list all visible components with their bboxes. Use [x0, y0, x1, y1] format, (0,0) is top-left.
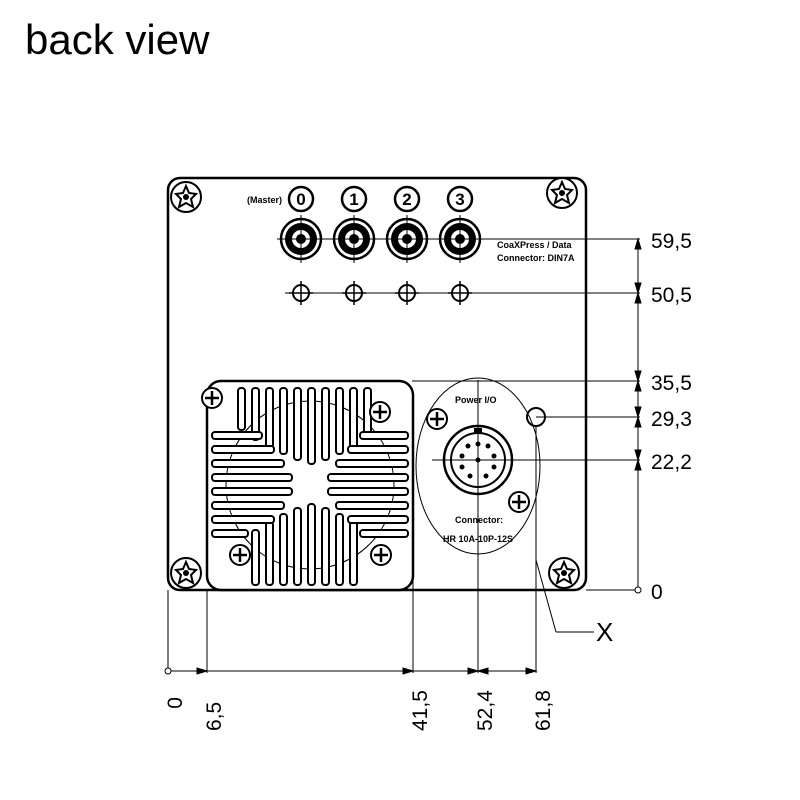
power-label: Power I/O	[455, 395, 497, 405]
dim-61-8: 61,8	[532, 690, 555, 731]
dim-29-3: 29,3	[651, 408, 692, 431]
coax-label-line1: CoaXPress / Data	[497, 240, 573, 250]
power-screw-icon	[425, 407, 449, 431]
connector-number-0: 0	[296, 190, 305, 209]
dim-6-5: 6,5	[203, 702, 226, 731]
dim-59-5: 59,5	[651, 230, 692, 253]
vertical-dimension-line	[634, 237, 642, 594]
dim-35-5: 35,5	[651, 372, 692, 395]
corner-screw-icon	[170, 557, 202, 589]
coaxpress-connectors: (Master) 0 1 2 3 CoaXPress / Data Connec…	[247, 185, 575, 306]
corner-screw-icon	[546, 177, 578, 209]
dim-50-5: 50,5	[651, 284, 692, 307]
power-screw-icon	[507, 490, 531, 514]
horizontal-dimension-line	[164, 667, 538, 675]
callout-leader	[535, 559, 594, 633]
heatsink	[200, 379, 415, 592]
dim-0-vertical: 0	[651, 581, 663, 604]
dim-41-5: 41,5	[409, 690, 432, 731]
page-title: back view	[25, 16, 210, 63]
coax-label-line2: Connector: DIN7A	[497, 253, 575, 263]
heatsink-screw-icon	[228, 543, 252, 567]
heatsink-screw-icon	[200, 386, 224, 410]
connector-number-1: 1	[349, 190, 358, 209]
power-connector-line1: Connector:	[455, 515, 503, 525]
dim-22-2: 22,2	[651, 451, 692, 474]
corner-screw-icon	[170, 181, 202, 213]
corner-screw-icon	[548, 557, 580, 589]
heatsink-screw-icon	[368, 400, 392, 424]
horizontal-extension-lines	[167, 380, 537, 673]
connector-number-3: 3	[455, 190, 464, 209]
vertical-extension-lines	[278, 238, 640, 591]
dim-52-4: 52,4	[474, 690, 497, 731]
master-label: (Master)	[247, 195, 282, 205]
heatsink-screw-icon	[369, 543, 393, 567]
connector-number-2: 2	[402, 190, 411, 209]
dim-0-horizontal: 0	[164, 697, 187, 709]
callout-x: X	[596, 617, 613, 647]
